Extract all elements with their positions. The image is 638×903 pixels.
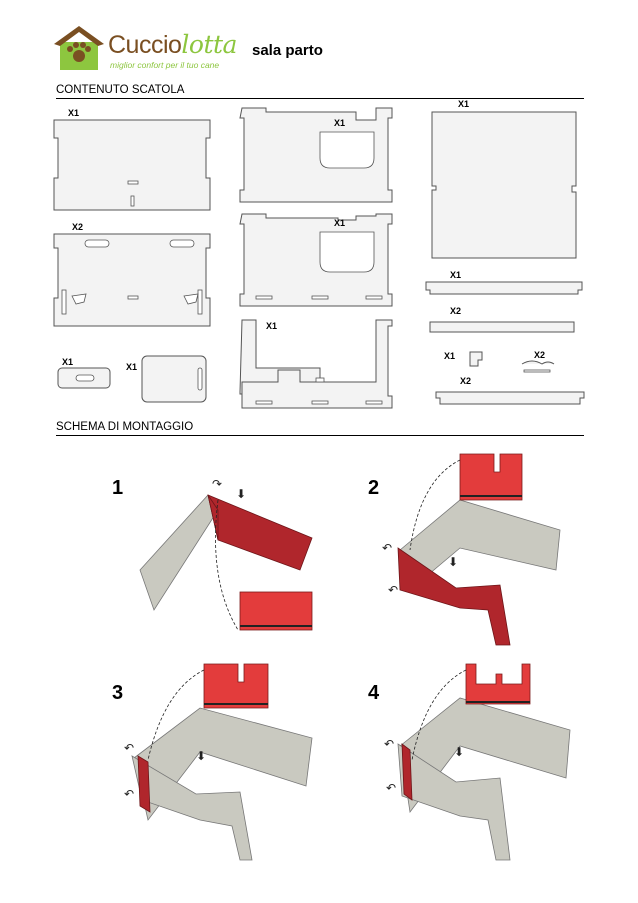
part-label: X2: [450, 306, 462, 316]
brand-part2: lotta: [181, 30, 237, 59]
part-label: X1: [266, 321, 278, 331]
step-number: 3: [112, 682, 124, 704]
svg-text:⬇: ⬇: [454, 745, 464, 759]
svg-text:↷: ↷: [212, 477, 222, 491]
svg-text:⬇: ⬇: [448, 555, 458, 569]
brand-name: Cucciolotta: [108, 30, 237, 60]
assembly-drawing: ⬇ ↷ ⬇ ↶ ↶ ⬇ ↶ ↶ ⬇ ↶ ↶: [124, 453, 571, 861]
page-title: sala parto: [252, 42, 323, 59]
svg-text:⬇: ⬇: [196, 749, 206, 763]
step-1-illustration: ⬇ ↷: [139, 477, 313, 631]
svg-text:⬇: ⬇: [236, 487, 246, 501]
assembly-heading: SCHEMA DI MONTAGGIO: [56, 421, 194, 433]
svg-text:↶: ↶: [382, 541, 392, 555]
part-label: X1: [334, 218, 346, 228]
step-number: 4: [368, 682, 380, 704]
part-label: X2: [534, 350, 546, 360]
step-3-illustration: ⬇ ↶ ↶: [124, 663, 313, 861]
svg-text:↶: ↶: [388, 583, 398, 597]
part-label: X1: [62, 357, 74, 367]
part-label: X1: [68, 108, 80, 118]
svg-text:↶: ↶: [124, 741, 134, 755]
part-label: X1: [450, 270, 462, 280]
part-label: X1: [334, 118, 346, 128]
part-label: X1: [458, 99, 470, 109]
brand-part1: Cuccio: [108, 31, 182, 59]
step-4-illustration: ⬇ ↶ ↶: [384, 663, 571, 861]
contents-heading: CONTENUTO SCATOLA: [56, 84, 185, 96]
part-label: X2: [72, 222, 84, 232]
parts-drawing: [53, 107, 585, 409]
part-label: X2: [460, 376, 472, 386]
svg-text:↶: ↶: [384, 737, 394, 751]
logo-icon: [54, 24, 104, 72]
step-2-illustration: ⬇ ↶ ↶: [382, 453, 561, 646]
part-label: X1: [444, 351, 456, 361]
step-number: 1: [112, 477, 124, 499]
part-label: X1: [126, 362, 138, 372]
assembly-divider: [56, 435, 584, 436]
step-number: 2: [368, 477, 380, 499]
contents-divider: [56, 98, 584, 99]
svg-text:↶: ↶: [124, 787, 134, 801]
svg-text:↶: ↶: [386, 781, 396, 795]
brand-tagline: miglior confort per il tuo cane: [110, 60, 220, 70]
